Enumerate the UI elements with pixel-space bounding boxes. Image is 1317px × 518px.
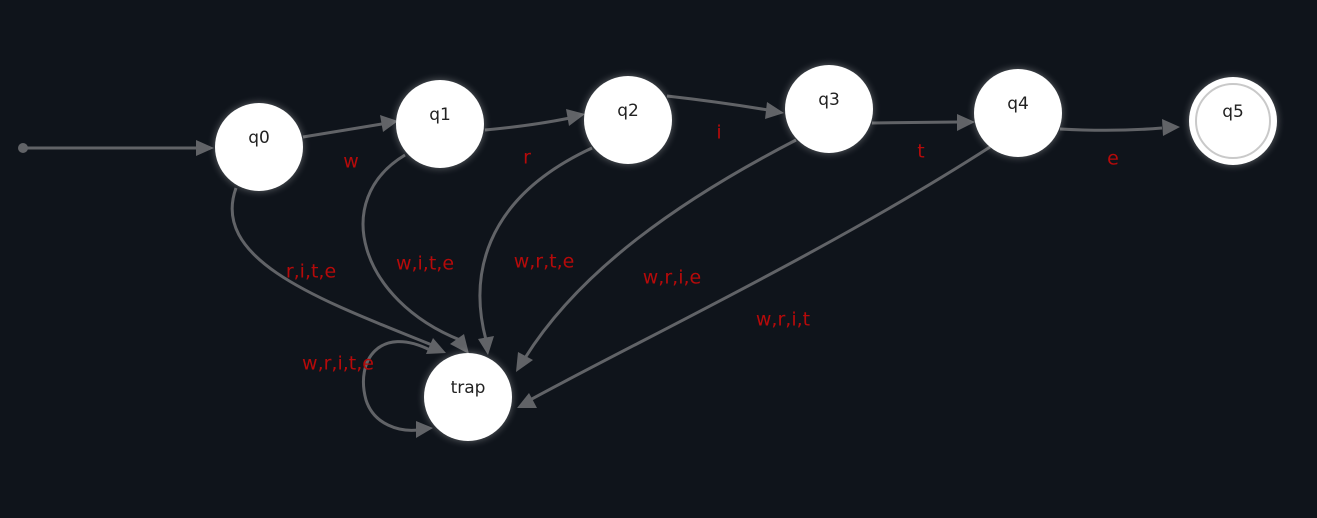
arrowhead-q0-trap xyxy=(426,338,446,354)
state-q0-label: q0 xyxy=(248,128,270,148)
arrowhead-q2-q3 xyxy=(765,102,784,119)
state-trap[interactable]: trap xyxy=(424,353,512,441)
label-q2-q3: i xyxy=(716,122,721,144)
edge-q1-trap xyxy=(361,153,469,354)
arrowhead-q3-trap xyxy=(516,352,533,372)
state-q3[interactable]: q3 xyxy=(785,65,873,153)
edge-q1-q2 xyxy=(484,109,585,132)
label-q2-trap: w,r,t,e xyxy=(514,251,575,273)
edge-q0-trap xyxy=(230,187,446,354)
arrowhead-start-q0 xyxy=(196,140,214,156)
edge-q2-q3 xyxy=(666,94,784,119)
state-q3-label: q3 xyxy=(818,90,840,110)
label-q3-q4: t xyxy=(917,141,924,163)
arrowhead-trap-self xyxy=(416,421,433,438)
state-q4[interactable]: q4 xyxy=(974,69,1062,157)
arrowhead-q3-q4 xyxy=(957,114,975,131)
edge-q4-trap xyxy=(517,145,991,408)
arrowhead-q4-trap xyxy=(517,393,537,408)
state-q1-label: q1 xyxy=(429,105,451,125)
label-q0-q1: w xyxy=(343,151,359,173)
arrowhead-q1-q2 xyxy=(566,109,585,126)
edge-q2-trap xyxy=(478,146,593,355)
label-q4-trap: w,r,i,t xyxy=(756,309,810,331)
arrowhead-q2-trap xyxy=(478,336,494,355)
state-q2-label: q2 xyxy=(617,101,639,121)
edge-q4-q5 xyxy=(1059,119,1180,136)
state-q5-label: q5 xyxy=(1222,102,1244,122)
arrowhead-q0-q1 xyxy=(380,115,398,132)
label-q0-trap: r,i,t,e xyxy=(286,261,336,283)
state-q1[interactable]: q1 xyxy=(396,80,484,168)
label-trap-self: w,r,i,t,e xyxy=(302,353,374,375)
state-trap-label: trap xyxy=(451,378,486,398)
arrowhead-q1-trap xyxy=(450,334,469,354)
start-arrow xyxy=(18,140,214,156)
arrowhead-q4-q5 xyxy=(1162,119,1180,136)
label-q1-q2: r xyxy=(523,147,531,169)
state-q5[interactable]: q5 xyxy=(1189,77,1277,165)
label-q3-trap: w,r,i,e xyxy=(643,267,701,289)
state-q2[interactable]: q2 xyxy=(584,76,672,164)
edge-q3-q4 xyxy=(871,114,975,131)
state-q4-label: q4 xyxy=(1007,94,1029,114)
edge-trap-self xyxy=(361,340,433,438)
accepting-ring xyxy=(1195,83,1271,159)
label-q4-q5: e xyxy=(1107,148,1119,170)
edge-q0-q1 xyxy=(302,115,398,139)
state-q0[interactable]: q0 xyxy=(215,103,303,191)
label-q1-trap: w,i,t,e xyxy=(396,253,454,275)
edge-q3-trap xyxy=(516,138,797,372)
